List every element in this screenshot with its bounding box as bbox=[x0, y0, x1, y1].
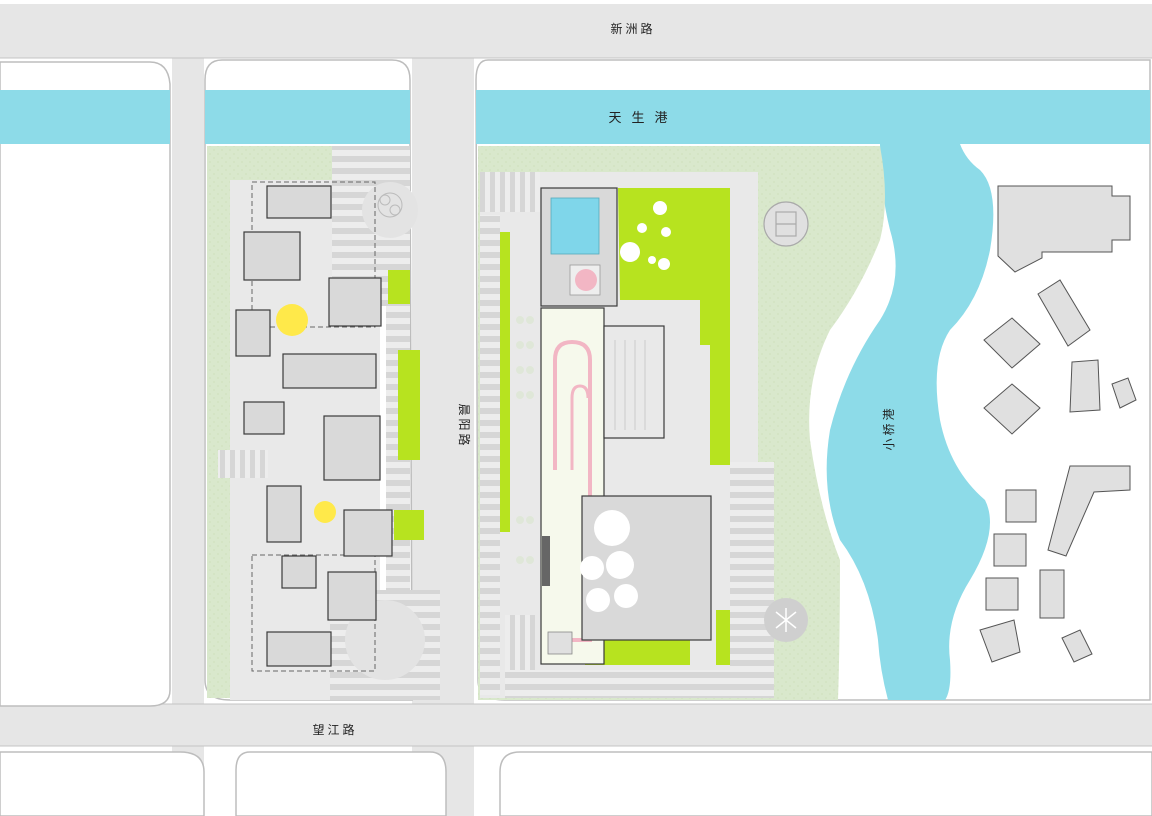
tree-canopy-icon bbox=[377, 192, 403, 218]
label-river-north: 天生港 bbox=[608, 111, 677, 126]
lime-strip-west bbox=[500, 232, 510, 532]
east-campus bbox=[478, 146, 885, 700]
road-west-surface bbox=[172, 58, 204, 816]
west-campus bbox=[207, 146, 440, 700]
label-road-north: 新洲路 bbox=[610, 21, 655, 36]
label-road-middle: 晨阳路 bbox=[457, 403, 472, 448]
building-w2 bbox=[243, 231, 301, 281]
building-w10 bbox=[281, 555, 317, 589]
pool-icon bbox=[550, 197, 600, 255]
building-w4 bbox=[235, 309, 271, 357]
parcel-south-east bbox=[499, 751, 1152, 816]
road-north-surface bbox=[0, 4, 1152, 58]
building-w7 bbox=[323, 415, 381, 481]
basketball-court-icon bbox=[763, 201, 809, 247]
plaza-yellow-1 bbox=[276, 304, 308, 336]
parcel-south-west bbox=[0, 751, 205, 816]
running-track-icon bbox=[553, 339, 592, 642]
building-w3 bbox=[328, 277, 382, 327]
label-river-east: 小桥港 bbox=[882, 405, 896, 450]
building-w6 bbox=[243, 401, 285, 435]
building-w1 bbox=[266, 185, 332, 219]
parcel-far-west bbox=[0, 61, 171, 707]
building-w5 bbox=[282, 353, 377, 389]
river-north bbox=[0, 90, 1150, 144]
label-road-south: 望江路 bbox=[312, 722, 357, 737]
river-east bbox=[826, 144, 994, 700]
building-w9 bbox=[343, 509, 393, 557]
parcel-south-mid bbox=[235, 751, 447, 816]
village-buildings bbox=[979, 185, 1137, 663]
building-w8 bbox=[266, 485, 302, 543]
tree-canopy-icon bbox=[775, 608, 797, 632]
building-w12 bbox=[266, 631, 332, 667]
building-w11 bbox=[327, 571, 377, 621]
plaza-yellow-2 bbox=[314, 501, 336, 523]
